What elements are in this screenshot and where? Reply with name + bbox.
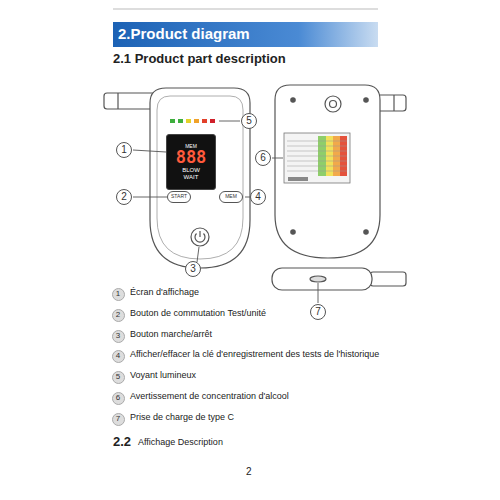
node-text: 4: [116, 352, 120, 360]
callout-number: 7: [310, 304, 326, 320]
rule-line: [113, 9, 378, 10]
part-description: Bouton marche/arrêt: [130, 330, 212, 340]
list-number: 5: [112, 371, 125, 384]
callout-number: 5: [241, 113, 257, 129]
node-text: 2: [116, 311, 120, 319]
list-number: 4: [112, 350, 125, 363]
display-screen: MEM888BLOWWAIT: [166, 134, 216, 190]
button: MEM: [219, 191, 243, 203]
front-device: [104, 88, 250, 268]
part-description: Prise de charge de type C: [130, 413, 234, 423]
list-number: 3: [112, 330, 125, 343]
callout-number: 3: [185, 261, 201, 277]
node-text: 3: [116, 332, 120, 340]
callout-number: 2: [116, 189, 132, 205]
part-description: Afficher/effacer la clé d'enregistrement…: [130, 350, 379, 360]
node-text: 6: [260, 153, 266, 164]
node-text: 5: [116, 373, 120, 381]
node-text: 888: [176, 149, 207, 167]
node-text: BLOW: [182, 167, 200, 173]
node-text: 7: [315, 307, 321, 318]
node-text: MEM: [225, 194, 237, 199]
callout-number: 4: [250, 189, 266, 205]
list-number: 6: [112, 392, 125, 405]
alcohol-chart: [287, 136, 347, 181]
title-band: [113, 22, 378, 47]
node-text: START: [171, 194, 187, 199]
node-text: 2: [121, 192, 127, 203]
list-number: 2: [112, 309, 125, 322]
page-number: 2: [246, 466, 252, 477]
node-text: 1: [121, 145, 127, 156]
list-number: 7: [112, 413, 125, 426]
node-text: 5: [246, 116, 252, 127]
back-device: [275, 85, 406, 258]
list-number: 1: [112, 288, 125, 301]
leader-line: [133, 121, 318, 303]
part-description: Voyant lumineux: [130, 371, 196, 381]
indicator-lights: [170, 119, 215, 123]
node-text: 6: [116, 394, 120, 402]
node-text: 7: [116, 415, 120, 423]
button: START: [167, 191, 191, 203]
callout-number: 6: [255, 150, 271, 166]
node-text: WAIT: [184, 174, 199, 180]
part-description: Écran d'affichage: [130, 288, 199, 298]
subheading: 2.2: [113, 435, 131, 449]
callout-number: 1: [116, 142, 132, 158]
node-text: 4: [255, 192, 261, 203]
title-text: 2.Product diagram: [118, 26, 250, 43]
part-description: Bouton de commutation Test/unité: [130, 309, 266, 319]
subheading: 2.1 Product part description: [113, 52, 286, 66]
part-description: Avertissement de concentration d'alcool: [130, 392, 289, 402]
subheading: Affichage Description: [138, 438, 223, 448]
bottom-view: [272, 268, 406, 290]
node-text: 3: [190, 264, 196, 275]
node-text: 1: [116, 290, 120, 298]
